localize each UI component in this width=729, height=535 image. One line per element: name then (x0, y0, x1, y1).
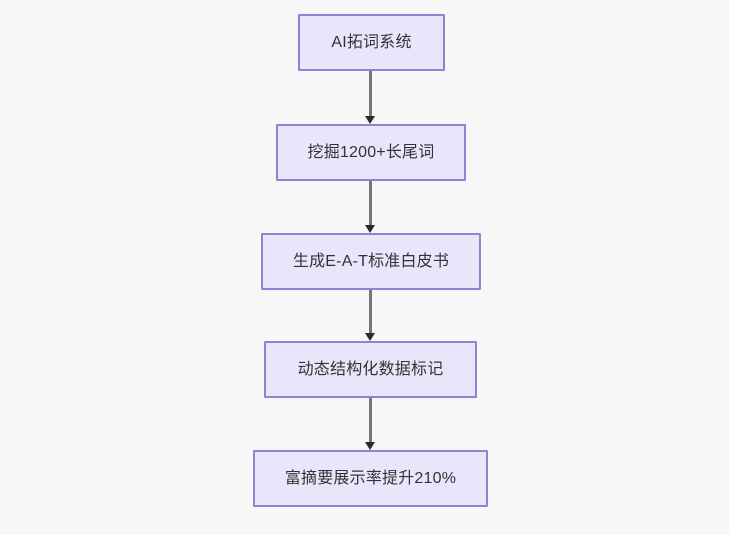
flow-node-label: 生成E-A-T标准白皮书 (292, 252, 450, 270)
flow-edge-2 (369, 290, 372, 334)
arrow-head-icon-0 (365, 116, 375, 124)
flow-node-label: AI拓词系统 (331, 33, 412, 51)
flow-edge-0 (369, 71, 372, 117)
flow-edge-3 (369, 398, 372, 443)
flow-node-eat-whitepaper[interactable]: 生成E-A-T标准白皮书 (261, 233, 481, 290)
flow-node-structured-data-markup[interactable]: 动态结构化数据标记 (264, 341, 477, 398)
arrow-head-icon-1 (365, 225, 375, 233)
flow-node-label: 富摘要展示率提升210% (284, 469, 457, 487)
flow-node-label: 挖掘1200+长尾词 (307, 143, 435, 161)
flow-node-label: 动态结构化数据标记 (297, 360, 444, 378)
flow-node-longtail-mining[interactable]: 挖掘1200+长尾词 (276, 124, 466, 181)
arrow-head-icon-2 (365, 333, 375, 341)
flow-edge-1 (369, 181, 372, 226)
flow-node-rich-snippet-result[interactable]: 富摘要展示率提升210% (253, 450, 488, 507)
flow-node-ai-keyword-system[interactable]: AI拓词系统 (298, 14, 445, 71)
arrow-head-icon-3 (365, 442, 375, 450)
